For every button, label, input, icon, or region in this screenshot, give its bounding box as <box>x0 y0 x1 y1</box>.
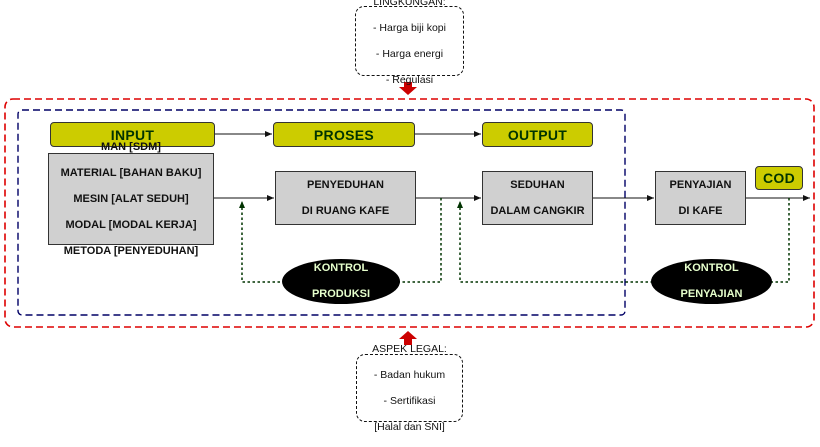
input-item: METODA [PENYEDUHAN] <box>63 244 199 257</box>
feedback-loop-serving <box>457 198 790 283</box>
output-box: SEDUHAN DALAM CANGKIR <box>482 171 593 225</box>
input-item: MATERIAL [BAHAN BAKU] <box>60 166 202 179</box>
process-line: PENYEDUHAN <box>306 178 384 191</box>
ipo-boundary <box>17 109 626 316</box>
legal-line: - Badan hukum <box>373 368 446 381</box>
output-line: DALAM CANGKIR <box>490 204 585 217</box>
environment-note: LINGKUNGAN: - Harga biji kopi - Harga en… <box>355 0 464 86</box>
legal-line: - Sertifikasi <box>383 394 436 407</box>
environment-line: - Harga biji kopi <box>373 21 446 34</box>
input-item: MODAL [MODAL KERJA] <box>65 218 197 231</box>
legal-note: ASPEK LEGAL: - Badan hukum - Sertifikasi… <box>356 343 463 433</box>
environment-boundary <box>4 98 815 328</box>
control-production-line: PRODUKSI <box>311 288 371 300</box>
control-production-oval: KONTROL PRODUKSI <box>282 259 400 304</box>
control-serving-line: PENYAJIAN <box>680 288 743 300</box>
control-serving-line: KONTROL <box>684 262 739 274</box>
diagram-canvas <box>4 82 815 345</box>
input-box: MAN [SDM] MATERIAL [BAHAN BAKU] MESIN [A… <box>48 141 214 257</box>
legal-arrow <box>399 331 417 345</box>
output-line: SEDUHAN <box>510 178 565 191</box>
output-header: OUTPUT <box>482 122 593 147</box>
process-box: PENYEDUHAN DI RUANG KAFE <box>275 171 416 225</box>
input-item: MAN [SDM] <box>101 140 161 153</box>
control-serving-oval: KONTROL PENYAJIAN <box>651 259 772 304</box>
process-header: PROSES <box>273 122 415 147</box>
control-production-line: KONTROL <box>313 262 369 274</box>
input-item: MESIN [ALAT SEDUH] <box>73 192 189 205</box>
cod-header: COD <box>755 166 803 190</box>
feedback-loop-production <box>239 198 442 283</box>
serving-line: DI KAFE <box>678 204 723 217</box>
input-header: INPUT <box>50 122 215 147</box>
serving-box: PENYAJIAN DI KAFE <box>655 171 746 225</box>
process-line: DI RUANG KAFE <box>301 204 390 217</box>
environment-line: LINGKUNGAN: <box>373 0 446 8</box>
legal-line: [Halal dan SNI] <box>374 420 445 433</box>
serving-line: PENYAJIAN <box>669 178 732 191</box>
environment-arrow <box>399 82 417 95</box>
environment-line: - Regulasi <box>385 73 434 86</box>
environment-line: - Harga energi <box>375 47 444 60</box>
legal-line: ASPEK LEGAL: <box>372 342 447 355</box>
